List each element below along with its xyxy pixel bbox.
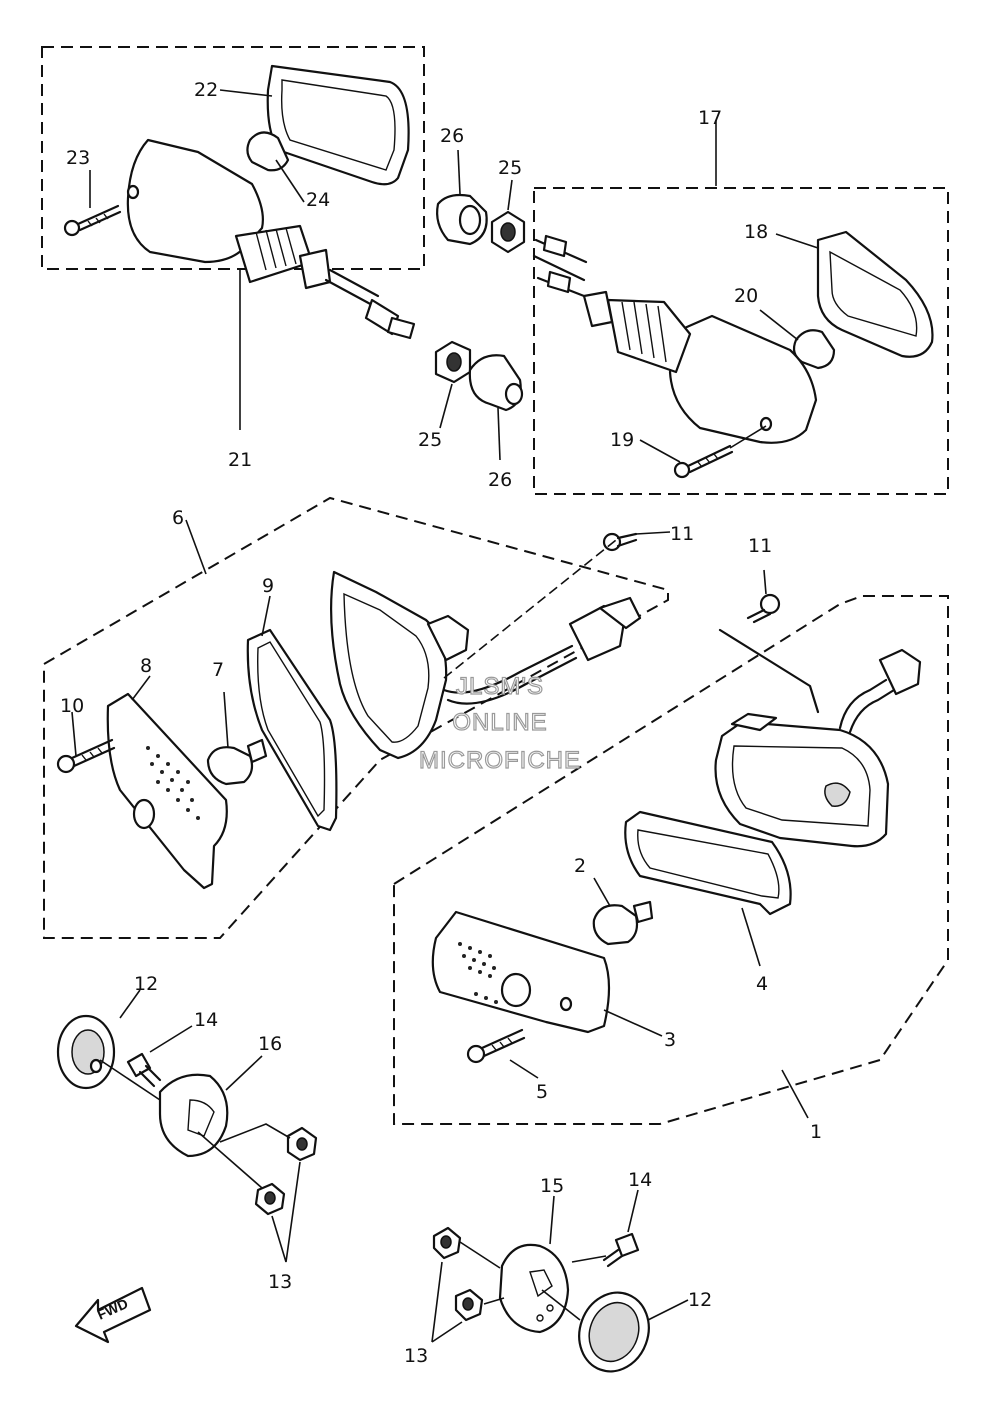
assembly-1-rear-right-flasher (393, 569, 949, 1125)
housing-6 (329, 570, 448, 760)
nut-25-upper (490, 179, 526, 254)
callout-11-right: 11 (748, 535, 772, 557)
watermark-line-3: MICROFICHE (419, 747, 581, 774)
nut-13-right-b (454, 1288, 484, 1322)
callout-2: 2 (574, 855, 586, 877)
nut-25-lower (434, 340, 472, 384)
callout-8: 8 (140, 655, 152, 677)
callout-17: 17 (698, 107, 722, 129)
callout-9: 9 (262, 575, 274, 597)
gasket-9 (246, 628, 338, 832)
callout-6: 6 (172, 507, 184, 529)
callout-5: 5 (536, 1081, 548, 1103)
assembly-21-front-left-flasher (41, 46, 524, 461)
callout-13-left: 13 (268, 1271, 292, 1293)
callout-7: 7 (212, 659, 224, 681)
nut-13-right-a (432, 1226, 462, 1260)
callout-26-lower: 26 (488, 469, 512, 491)
callout-13-right: 13 (404, 1345, 428, 1367)
screw-5 (466, 1028, 526, 1064)
nut-13-left-b (254, 1182, 286, 1216)
callout-15: 15 (540, 1175, 564, 1197)
bracket-15 (498, 1243, 570, 1334)
callout-16: 16 (258, 1033, 282, 1055)
callout-20: 20 (734, 285, 758, 307)
watermark: JLSM'S ONLINE MICROFICHE (418, 672, 581, 774)
lens-18 (816, 230, 934, 358)
callout-4: 4 (756, 973, 768, 995)
screw-11-right (746, 569, 781, 624)
bolt-14-right (602, 1232, 640, 1268)
callout-25-upper: 25 (498, 157, 522, 179)
screw-23 (63, 204, 122, 237)
bulb-7 (206, 746, 254, 786)
callout-3: 3 (664, 1029, 676, 1051)
assembly-17-front-right-flasher (532, 120, 949, 495)
reflector-assembly-15 (431, 1189, 689, 1373)
grommet-26-upper (436, 149, 488, 246)
callout-22: 22 (194, 79, 218, 101)
callout-1: 1 (810, 1121, 822, 1143)
callout-labels: 22 23 24 26 25 17 18 20 19 25 26 21 6 11… (60, 79, 822, 1367)
bulb-2 (592, 904, 639, 946)
callout-12-right: 12 (688, 1289, 712, 1311)
callout-21: 21 (228, 449, 252, 471)
screw-10 (56, 738, 116, 774)
lens-3 (431, 910, 611, 1034)
bolt-14-left (126, 1052, 162, 1088)
reflector-12-right (578, 1291, 650, 1373)
lens-22 (266, 64, 410, 186)
flasher-body-17 (668, 314, 818, 444)
reflector-12-left (56, 1014, 116, 1090)
housing-1 (714, 720, 890, 848)
callout-12-left: 12 (134, 973, 158, 995)
callout-25-lower: 25 (418, 429, 442, 451)
screw-19 (673, 444, 734, 479)
callout-10: 10 (60, 695, 84, 717)
callout-14-right: 14 (628, 1169, 652, 1191)
bracket-16 (158, 1073, 229, 1158)
forward-direction-arrow: FWD (74, 1286, 152, 1344)
callout-14-left: 14 (194, 1009, 218, 1031)
screw-11-upper (602, 532, 638, 552)
callout-23: 23 (66, 147, 90, 169)
callout-24: 24 (306, 189, 330, 211)
assembly-6-rear-left-flasher (43, 496, 671, 939)
watermark-line-1: JLSM'S (456, 673, 544, 700)
watermark-line-2: ONLINE (452, 709, 547, 736)
grommet-26-lower (468, 354, 524, 412)
callout-26-upper: 26 (440, 125, 464, 147)
nut-13-left-a (286, 1126, 318, 1162)
reflector-assembly-16 (56, 989, 318, 1263)
callout-18: 18 (744, 221, 768, 243)
bulb-24 (246, 131, 290, 172)
flasher-body-21 (126, 138, 264, 264)
gasket-4 (624, 810, 792, 916)
callout-19: 19 (610, 429, 634, 451)
callout-11-upper: 11 (670, 523, 694, 545)
